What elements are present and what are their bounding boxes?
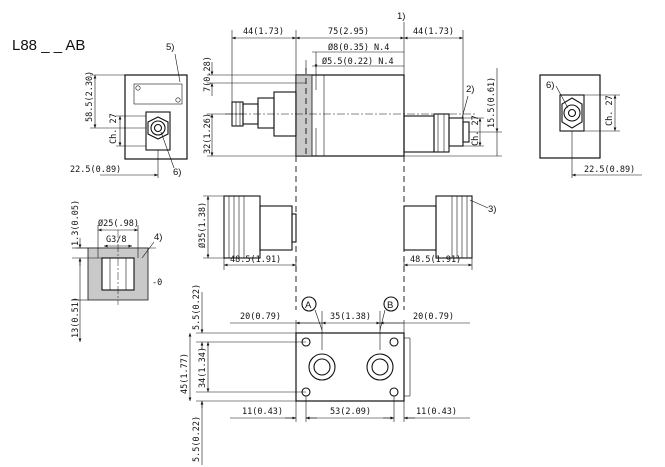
d35-label: Ø35(1.38) <box>197 202 208 248</box>
ch27-main-label: Ch. 27 <box>471 115 481 146</box>
ch27-right-label: Ch. 27 <box>605 95 615 126</box>
left-connector-view: Ø35(1.38) 48.5(1.91) <box>197 195 297 270</box>
l485-left-label: 48.5(1.91) <box>230 255 281 265</box>
top-view: A B 20(0.79) 35(1.38) 20(0.79) 5.5(0.22)… <box>180 284 470 465</box>
v55-bot-label: 5.5(0.22) <box>192 416 202 462</box>
h7-label: 7(0.28) <box>203 56 213 92</box>
callout-4: 4) <box>154 232 162 243</box>
bore55-label: Ø5.5(0.22) N.4 <box>322 56 394 67</box>
top-left-dim: 44(1.73) <box>243 27 284 37</box>
callout-3: 3) <box>488 204 496 215</box>
port-a-label: A <box>305 300 312 311</box>
l485-right-label: 48.5(1.91) <box>410 255 461 265</box>
w225-left-label: 22.5(0.89) <box>70 165 121 175</box>
right-side-view: Ch. 27 22.5(0.89) 6) <box>539 74 642 178</box>
zero-label: -0 <box>152 278 162 288</box>
bore8-label: Ø8(0.35) N.4 <box>328 42 389 53</box>
callout-2: 2) <box>466 84 474 95</box>
h11-right-label: 11(0.43) <box>416 407 457 417</box>
h585-label: 58.5(2.30) <box>85 71 95 122</box>
top-right-dim: 44(1.73) <box>413 27 454 37</box>
port-b-label: B <box>387 300 393 311</box>
w225-right-label: 22.5(0.89) <box>584 165 635 175</box>
h53-label: 53(2.09) <box>330 407 371 417</box>
model-title: L88 _ _ AB <box>12 37 85 54</box>
left-body <box>124 74 188 160</box>
callout-6-left: 6) <box>173 167 181 178</box>
h20-left-label: 20(0.79) <box>240 312 281 322</box>
section-detail: Ø25(.98) G3/8 1.3(0.05) 13(0.51) -0 4) <box>71 200 162 342</box>
label-plate <box>133 83 183 105</box>
h155-label: 15.5(0.61) <box>487 77 497 128</box>
left-side-view: Ch. 27 58.5(2.30) 22.5(0.89) 5) 6) <box>70 42 188 178</box>
h20-right-label: 20(0.79) <box>413 312 454 322</box>
v55-top-label: 5.5(0.22) <box>192 284 202 330</box>
v34-label: 34(1.34) <box>198 347 208 388</box>
callout-6-right: 6) <box>546 80 554 91</box>
right-connector-view: 48.5(1.91) 3) <box>403 195 496 270</box>
front-view: 44(1.73) 75(2.95) 44(1.73) Ø8(0.35) N.4 … <box>203 11 502 157</box>
front-shade <box>295 74 313 157</box>
h35-label: 35(1.38) <box>330 312 371 322</box>
top-mid-dim: 75(2.95) <box>328 27 369 37</box>
g38-label: G3/8 <box>106 235 126 245</box>
v45-label: 45(1.77) <box>180 353 190 394</box>
h32-label: 32(1.26) <box>203 113 213 154</box>
h13-label: 13(0.51) <box>71 297 81 338</box>
d25-label: Ø25(.98) <box>98 218 139 229</box>
h11-left-label: 11(0.43) <box>242 407 283 417</box>
ch27-left-label: Ch. 27 <box>109 113 119 144</box>
callout-1: 1) <box>397 11 405 22</box>
h13-top-label: 1.3(0.05) <box>71 200 81 246</box>
callout-5: 5) <box>166 42 174 53</box>
front-body <box>295 74 405 157</box>
